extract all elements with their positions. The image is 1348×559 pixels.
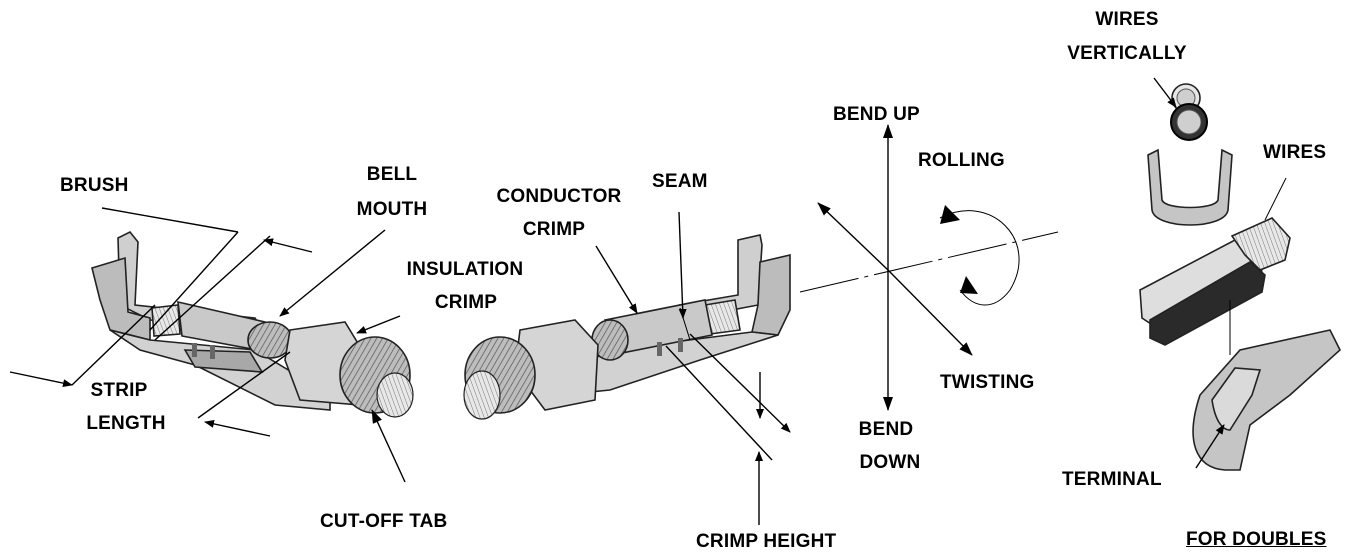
bend-down-label-line2: DOWN bbox=[859, 452, 921, 473]
wires-label: WIRES bbox=[1263, 142, 1327, 163]
crimp-height-label: CRIMP HEIGHT bbox=[696, 531, 837, 552]
bend-up-label: BEND UP bbox=[833, 104, 920, 125]
strip-length-label-line1: STRIP bbox=[90, 380, 148, 401]
middle-leaders bbox=[595, 211, 791, 525]
brush-label: BRUSH bbox=[60, 175, 129, 196]
twisting-label: TWISTING bbox=[940, 372, 1035, 393]
doubles-section bbox=[1139, 77, 1341, 471]
left-leaders bbox=[9, 207, 406, 483]
wires-vertically-label-line2: VERTICALLY bbox=[1067, 43, 1187, 64]
bend-down-label-line1: BEND bbox=[858, 419, 914, 440]
wires-vertically-label-line1: WIRES bbox=[1095, 9, 1159, 30]
bell-mouth-label-line1: BELL bbox=[366, 164, 418, 185]
seam-label: SEAM bbox=[652, 171, 708, 192]
bell-mouth-label-line2: MOUTH bbox=[356, 199, 428, 220]
conductor-crimp-label-line1: CONDUCTOR bbox=[496, 186, 622, 207]
motion-axes bbox=[799, 124, 1059, 411]
terminal-label: TERMINAL bbox=[1062, 469, 1162, 490]
strip-length-label-line2: LENGTH bbox=[86, 413, 166, 434]
middle-terminal bbox=[463, 234, 791, 420]
insulation-crimp-label-line2: CRIMP bbox=[434, 292, 498, 313]
for-doubles-label: FOR DOUBLES bbox=[1186, 529, 1327, 550]
cut-off-tab-label: CUT-OFF TAB bbox=[320, 511, 448, 532]
left-terminal bbox=[91, 230, 414, 418]
conductor-crimp-label-line2: CRIMP bbox=[522, 219, 586, 240]
insulation-crimp-label-line1: INSULATION bbox=[406, 259, 524, 280]
rolling-label: ROLLING bbox=[918, 150, 1005, 171]
